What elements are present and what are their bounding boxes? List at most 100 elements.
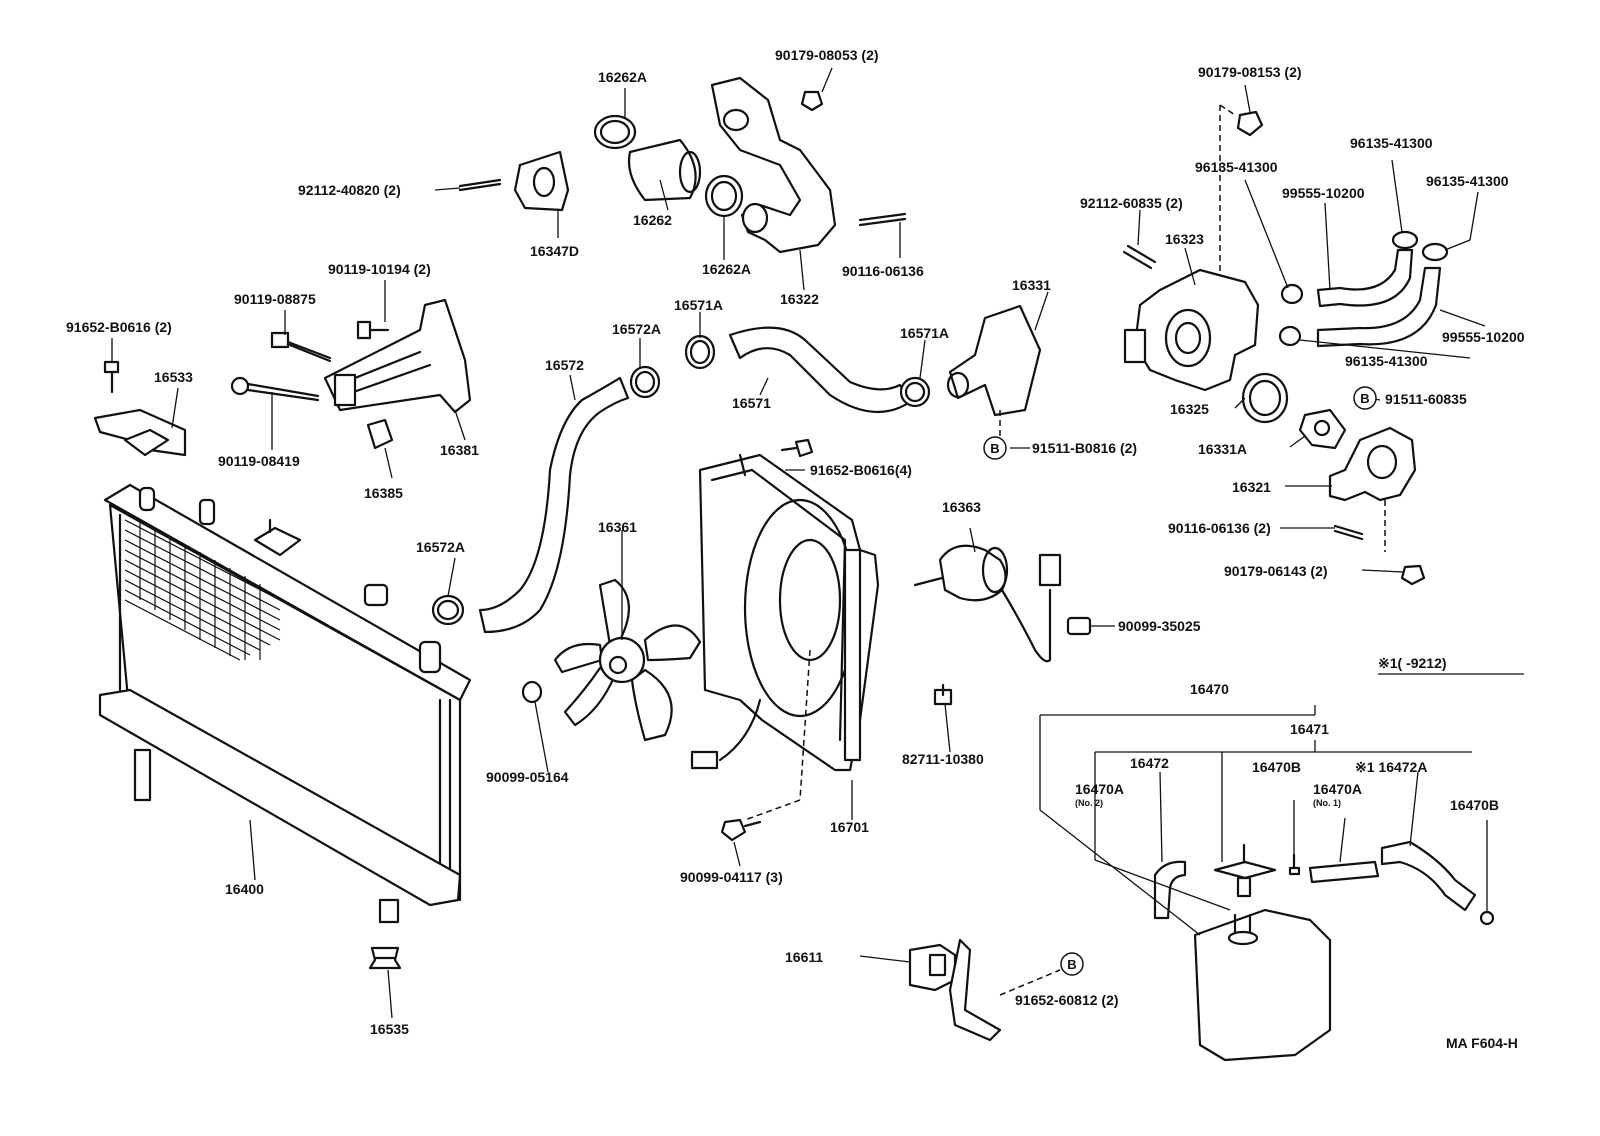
clamp-96135-41300-d xyxy=(1278,325,1302,347)
label-16400: 16400 xyxy=(225,881,264,897)
water-pump-16323 xyxy=(1123,268,1260,392)
label-no1: (No. 1) xyxy=(1313,798,1341,808)
clamp-96135-41300-b xyxy=(1391,230,1419,250)
label-16262a-bottom: 16262A xyxy=(702,261,751,277)
leader-lines xyxy=(111,67,1488,1019)
fan-shroud-16701 xyxy=(690,453,880,772)
label-91652-b0616-left: 91652-B0616 (2) xyxy=(66,319,172,335)
label-16571: 16571 xyxy=(732,395,771,411)
stud-92112-60835 xyxy=(1122,244,1157,270)
label-16470a-no2: 16470A xyxy=(1075,781,1124,797)
label-82711-10380: 82711-10380 xyxy=(902,751,984,767)
connector-90099-35025 xyxy=(1066,616,1092,636)
bolt-90099-04117 xyxy=(720,818,762,842)
label-99555-10200-b: 99555-10200 xyxy=(1442,329,1525,345)
label-16471: 16471 xyxy=(1290,721,1329,737)
tube-16470a-no1 xyxy=(1308,860,1380,884)
label-92112-40820: 92112-40820 (2) xyxy=(298,182,401,198)
label-16470a-no1: 16470A xyxy=(1313,781,1362,797)
label-16325: 16325 xyxy=(1170,401,1209,417)
hose-16262 xyxy=(627,138,702,202)
label-91511-b0816: 91511-B0816 (2) xyxy=(1032,440,1137,456)
label-90116-06136-right: 90116-06136 (2) xyxy=(1168,520,1271,536)
water-outlet-16331 xyxy=(946,304,1042,417)
bolt-91652-b0616-mid xyxy=(780,438,814,458)
label-no2: (No. 2) xyxy=(1075,798,1103,808)
hose-99555-10200-b xyxy=(1316,266,1442,348)
leader-pump-top2 xyxy=(1219,104,1236,116)
label-90099-35025: 90099-35025 xyxy=(1118,618,1201,634)
b-marker-bracket: B xyxy=(1060,952,1084,976)
nut-90179-08053 xyxy=(800,90,824,112)
label-90099-04117: 90099-04117 (3) xyxy=(680,869,783,885)
b-marker-pump: B xyxy=(1353,386,1377,410)
label-96135-41300-b: 96135-41300 xyxy=(1350,135,1433,151)
gasket-16325 xyxy=(1241,372,1289,424)
label-16571a-right: 16571A xyxy=(900,325,949,341)
label-16572: 16572 xyxy=(545,357,584,373)
clamp-16262a-bottom xyxy=(704,174,744,218)
clamp-16572a-upper xyxy=(629,365,661,399)
inlet-housing-16321 xyxy=(1328,426,1417,502)
label-91511-60835: 91511-60835 xyxy=(1385,391,1467,407)
label-96135-41300-a: 96135-41300 xyxy=(1195,159,1278,175)
nut-90179-08153 xyxy=(1236,110,1264,137)
clamp-16262a-top xyxy=(593,114,637,150)
label-16381: 16381 xyxy=(440,442,479,458)
nut-90099-05164 xyxy=(521,680,543,704)
clamp-16572a-lower xyxy=(431,594,465,626)
stud-90116-06136-right xyxy=(1333,524,1364,541)
label-90119-08875: 90119-08875 xyxy=(234,291,316,307)
label-96135-41300-d: 96135-41300 xyxy=(1345,353,1428,369)
cap-16471 xyxy=(1213,843,1277,898)
label-90116-06136-top: 90116-06136 xyxy=(842,263,924,279)
part-labels: 16262A 16262 16262A 16322 90179-08053 (2… xyxy=(66,47,1525,1051)
clamp-96135-41300-a xyxy=(1280,283,1304,305)
nut-90179-06143 xyxy=(1400,564,1426,586)
diagram-code: MA F604-H xyxy=(1446,1035,1518,1051)
hose-16472a xyxy=(1380,840,1477,912)
label-16470b-a: 16470B xyxy=(1252,759,1301,775)
grommet-16535 xyxy=(368,946,402,970)
bracket-16381 xyxy=(323,298,472,414)
label-90119-10194: 90119-10194 (2) xyxy=(328,261,431,277)
label-96135-41300-c: 96135-41300 xyxy=(1426,173,1509,189)
label-16347d: 16347D xyxy=(530,243,579,259)
svg-text:B: B xyxy=(990,441,999,456)
label-16472: 16472 xyxy=(1130,755,1169,771)
label-16472a: ※1 16472A xyxy=(1355,759,1427,775)
bolt-90119-08419 xyxy=(230,376,320,402)
label-90099-05164: 90099-05164 xyxy=(486,769,569,785)
leader-shroud-bolt xyxy=(799,649,811,801)
label-16535: 16535 xyxy=(370,1021,409,1037)
label-16363: 16363 xyxy=(942,499,981,515)
radiator-16400 xyxy=(98,483,472,924)
clip-16470b-left xyxy=(1288,853,1301,876)
hose-16472 xyxy=(1153,860,1187,920)
label-16611: 16611 xyxy=(785,949,823,965)
fan-motor-16363 xyxy=(913,544,1062,663)
label-16470b-b: 16470B xyxy=(1450,797,1499,813)
label-91652-b0616-mid: 91652-B0616(4) xyxy=(810,462,912,478)
reservoir-16470 xyxy=(1193,908,1332,1062)
label-16533: 16533 xyxy=(154,369,193,385)
clamp-16571a-left xyxy=(684,334,716,370)
label-90179-08153: 90179-08153 (2) xyxy=(1198,64,1302,80)
bracket-16611 xyxy=(908,938,1002,1042)
clamp-96135-41300-c xyxy=(1421,242,1449,262)
hose-16572 xyxy=(478,376,630,634)
label-16571a-left: 16571A xyxy=(674,297,723,313)
label-16331: 16331 xyxy=(1012,277,1051,293)
label-16470: 16470 xyxy=(1190,681,1229,697)
bracket-16533 xyxy=(93,408,187,457)
label-16385: 16385 xyxy=(364,485,403,501)
label-16321: 16321 xyxy=(1232,479,1271,495)
bolt-90119-10194 xyxy=(356,320,390,340)
leader-16611-bolt xyxy=(999,969,1061,996)
label-16262: 16262 xyxy=(633,212,672,228)
label-16361: 16361 xyxy=(598,519,637,535)
clip-16470b-right xyxy=(1479,910,1495,926)
label-90179-06143: 90179-06143 (2) xyxy=(1224,563,1328,579)
label-16572a-top: 16572A xyxy=(612,321,661,337)
